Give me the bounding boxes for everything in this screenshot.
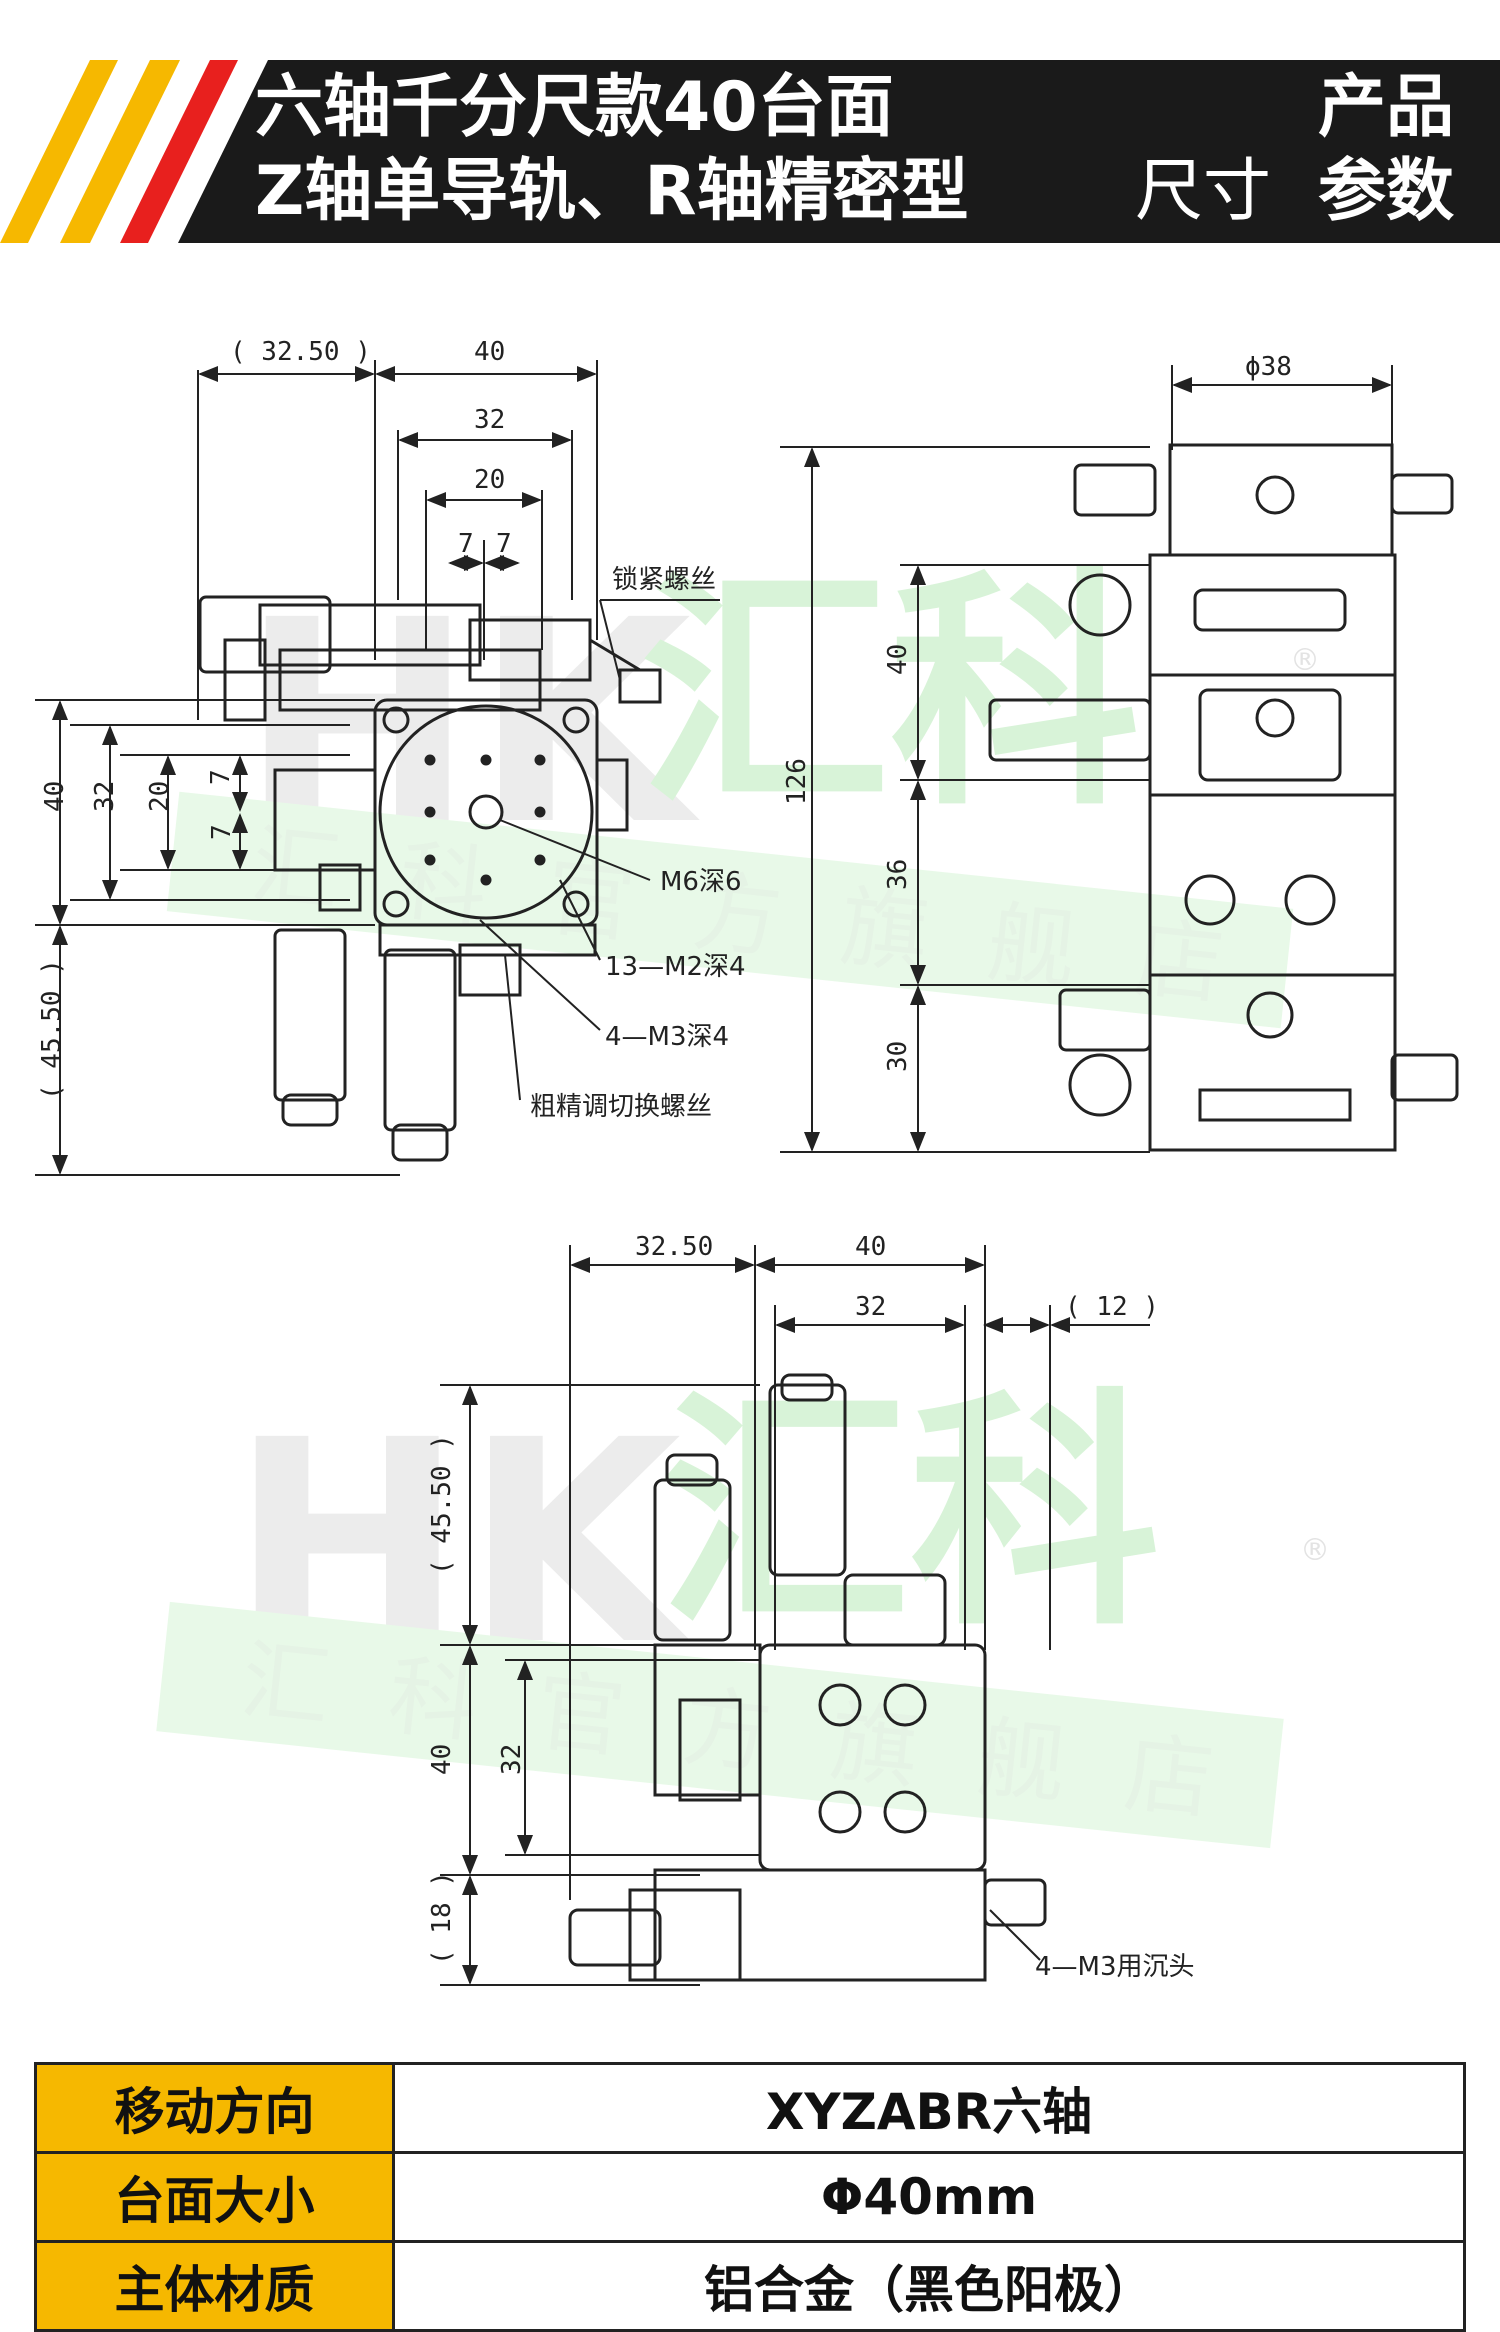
dim-front-40: 40 — [855, 1232, 886, 1262]
yellow-stripe-2 — [60, 60, 180, 243]
side-view-dimension-text: ϕ38 126 40 36 30 — [782, 352, 1292, 1072]
dim-top-20: 20 — [474, 465, 505, 495]
front-view-body — [568, 1373, 1047, 1982]
spec-value: Φ40mm — [392, 2151, 1466, 2243]
dark-band — [178, 60, 1500, 243]
top-view — [35, 360, 720, 1176]
header-banner: 六轴千分尺款40台面 Z轴单导轨、R轴精密型 产品 尺寸 参数 — [0, 60, 1500, 243]
spec-value: XYZABR六轴 — [392, 2062, 1466, 2154]
note-front-m3: 4—M3用沉头 — [1035, 1952, 1195, 1982]
note-m3: 4—M3深4 — [605, 1022, 729, 1052]
side-view-dimension-lines — [780, 365, 1393, 1153]
front-view-dimension-lines — [440, 1245, 1150, 1986]
header-stripes — [0, 60, 1500, 243]
note-switch-screw: 粗精调切换螺丝 — [530, 1092, 712, 1122]
watermark: HK 汇科 ® 汇科官方旗舰店 HK 汇科 ® 汇科官方旗舰店 — [156, 548, 1330, 1849]
dim-side-20: 20 — [145, 781, 175, 812]
yellow-stripe — [0, 60, 118, 243]
side-view — [780, 365, 1459, 1153]
top-view-dimension-lines — [35, 360, 598, 1176]
note-lock-screw: 锁紧螺丝 — [612, 565, 716, 595]
dim-diameter-38: ϕ38 — [1245, 352, 1292, 382]
dim-front-45-50: ( 45.50 ) — [427, 1434, 457, 1575]
title-right-1: 产品 — [1318, 68, 1455, 147]
dim-side-7b: 7 — [207, 824, 237, 840]
dim-right-36: 36 — [883, 859, 913, 890]
dim-right-30: 30 — [883, 1041, 913, 1072]
watermark-band-bottom — [156, 1601, 1284, 1849]
title-line-2: Z轴单导轨、R轴精密型 — [255, 152, 969, 231]
dim-top-40: 40 — [474, 337, 505, 367]
dim-front-18: ( 18 ) — [427, 1871, 457, 1965]
dim-front-12: ( 12 ) — [1065, 1292, 1159, 1322]
red-stripe — [120, 60, 238, 243]
top-view-dimension-text: ( 32.50 ) 40 32 20 7 7 40 32 20 7 7 ( 45… — [37, 337, 746, 1122]
table-row: 台面大小 Φ40mm — [34, 2151, 1466, 2243]
spec-table: 移动方向 XYZABR六轴 台面大小 Φ40mm 主体材质 铝合金（黑色阳极） — [34, 2062, 1466, 2332]
watermark-reg-top: ® — [1290, 643, 1320, 678]
dim-top-32: 32 — [474, 405, 505, 435]
watermark-slogan-top: 汇科官方旗舰店 — [247, 813, 1288, 1024]
dim-front-40-v: 40 — [427, 1744, 457, 1775]
dim-top-32-50: ( 32.50 ) — [230, 337, 371, 367]
dim-total-126: 126 — [782, 758, 812, 805]
note-m2: 13—M2深4 — [605, 952, 746, 982]
dim-right-40: 40 — [883, 644, 913, 675]
front-view-dimension-text: 32.50 40 32 ( 12 ) ( 45.50 ) 40 32 ( 18 … — [427, 1232, 1195, 1982]
front-view — [440, 1245, 1150, 1986]
dim-top-7b: 7 — [496, 529, 512, 559]
table-row: 移动方向 XYZABR六轴 — [34, 2062, 1466, 2154]
technical-drawing: HK 汇科 ® 汇科官方旗舰店 HK 汇科 ® 汇科官方旗舰店 — [35, 337, 1459, 1986]
spec-value: 铝合金（黑色阳极） — [392, 2240, 1466, 2332]
note-m6: M6深6 — [660, 867, 742, 897]
title-right-2a: 尺寸 — [1135, 152, 1272, 231]
dim-top-7a: 7 — [458, 529, 474, 559]
top-view-leaders — [479, 599, 720, 1101]
spec-key: 台面大小 — [34, 2151, 395, 2243]
side-view-body — [988, 443, 1459, 1152]
title-line-1: 六轴千分尺款40台面 — [255, 68, 894, 147]
watermark-reg-bottom: ® — [1300, 1533, 1330, 1568]
watermark-brand-bottom: 汇科 — [660, 1368, 1160, 1659]
spec-key: 移动方向 — [34, 2062, 395, 2154]
dim-side-40: 40 — [40, 781, 70, 812]
dim-front-32: 32 — [855, 1292, 886, 1322]
table-row: 主体材质 铝合金（黑色阳极） — [34, 2240, 1466, 2332]
dim-side-7a: 7 — [206, 769, 236, 785]
dim-front-32-v: 32 — [497, 1744, 527, 1775]
watermark-band-top — [166, 791, 1294, 1029]
watermark-brand-top: 汇科 — [640, 548, 1140, 839]
dim-front-32-50: 32.50 — [635, 1232, 713, 1262]
spec-key: 主体材质 — [34, 2240, 395, 2332]
dim-side-45-50: ( 45.50 ) — [37, 959, 67, 1100]
dim-side-32: 32 — [90, 781, 120, 812]
title-right-2b: 参数 — [1318, 152, 1455, 231]
